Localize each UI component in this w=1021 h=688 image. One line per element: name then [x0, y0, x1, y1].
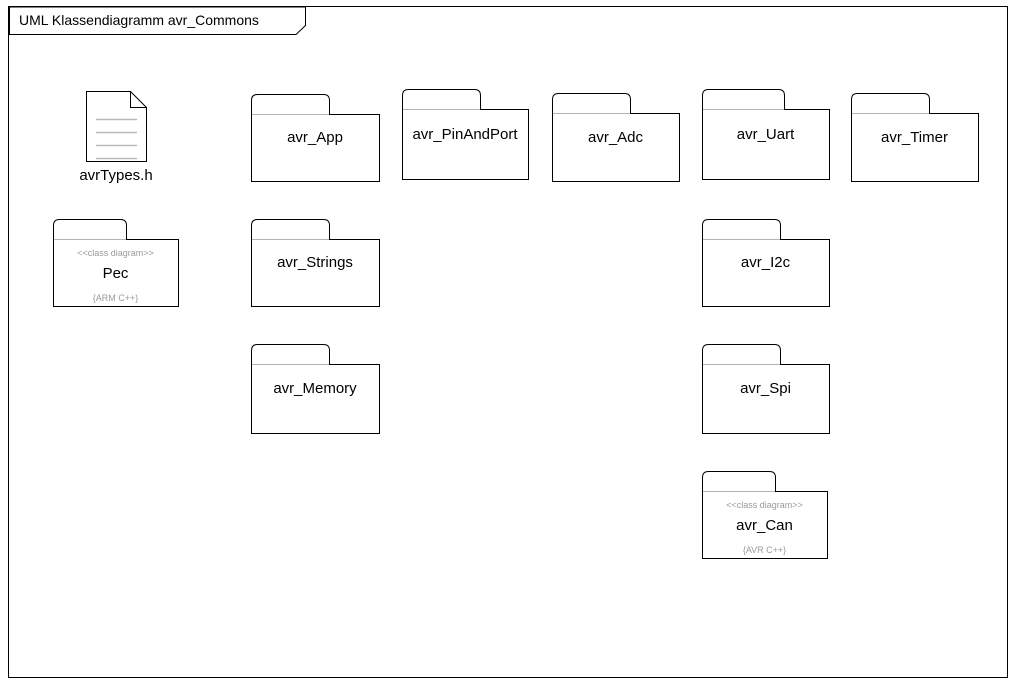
- package-icon: [53, 219, 179, 307]
- package-node-pec[interactable]: <<class diagram>>Pec{ARM C++}: [53, 219, 179, 307]
- file-node-label: avrTypes.h: [79, 167, 153, 184]
- package-node-avr-strings[interactable]: avr_Strings: [251, 219, 380, 307]
- package-node-avr-i2c[interactable]: avr_I2c: [702, 219, 830, 307]
- package-icon: [702, 344, 830, 434]
- package-node-avr-memory[interactable]: avr_Memory: [251, 344, 380, 434]
- package-icon: [552, 93, 680, 182]
- package-node-avr-uart[interactable]: avr_Uart: [702, 89, 830, 180]
- package-icon: [851, 93, 979, 182]
- document-icon: [86, 91, 147, 162]
- diagram-title-label: UML Klassendiagramm avr_Commons: [19, 12, 259, 28]
- package-node-avr-adc[interactable]: avr_Adc: [552, 93, 680, 182]
- package-node-avr-timer[interactable]: avr_Timer: [851, 93, 979, 182]
- package-icon: [251, 219, 380, 307]
- package-node-avr-app[interactable]: avr_App: [251, 94, 380, 182]
- diagram-title-tab-shape: [9, 7, 306, 35]
- package-icon: [702, 219, 830, 307]
- file-node-avrtypes[interactable]: avrTypes.h: [79, 91, 153, 184]
- package-node-avr-spi[interactable]: avr_Spi: [702, 344, 830, 434]
- uml-diagram-frame: UML Klassendiagramm avr_Commons avrTypes…: [8, 6, 1008, 678]
- package-icon: [251, 344, 380, 434]
- package-icon: [251, 94, 380, 182]
- diagram-title-tab: UML Klassendiagramm avr_Commons: [9, 7, 306, 35]
- package-icon: [402, 89, 529, 180]
- package-icon: [702, 89, 830, 180]
- package-icon: [702, 471, 828, 559]
- package-node-avr-can[interactable]: <<class diagram>>avr_Can{AVR C++}: [702, 471, 828, 559]
- package-node-avr-pinandport[interactable]: avr_PinAndPort: [402, 89, 529, 180]
